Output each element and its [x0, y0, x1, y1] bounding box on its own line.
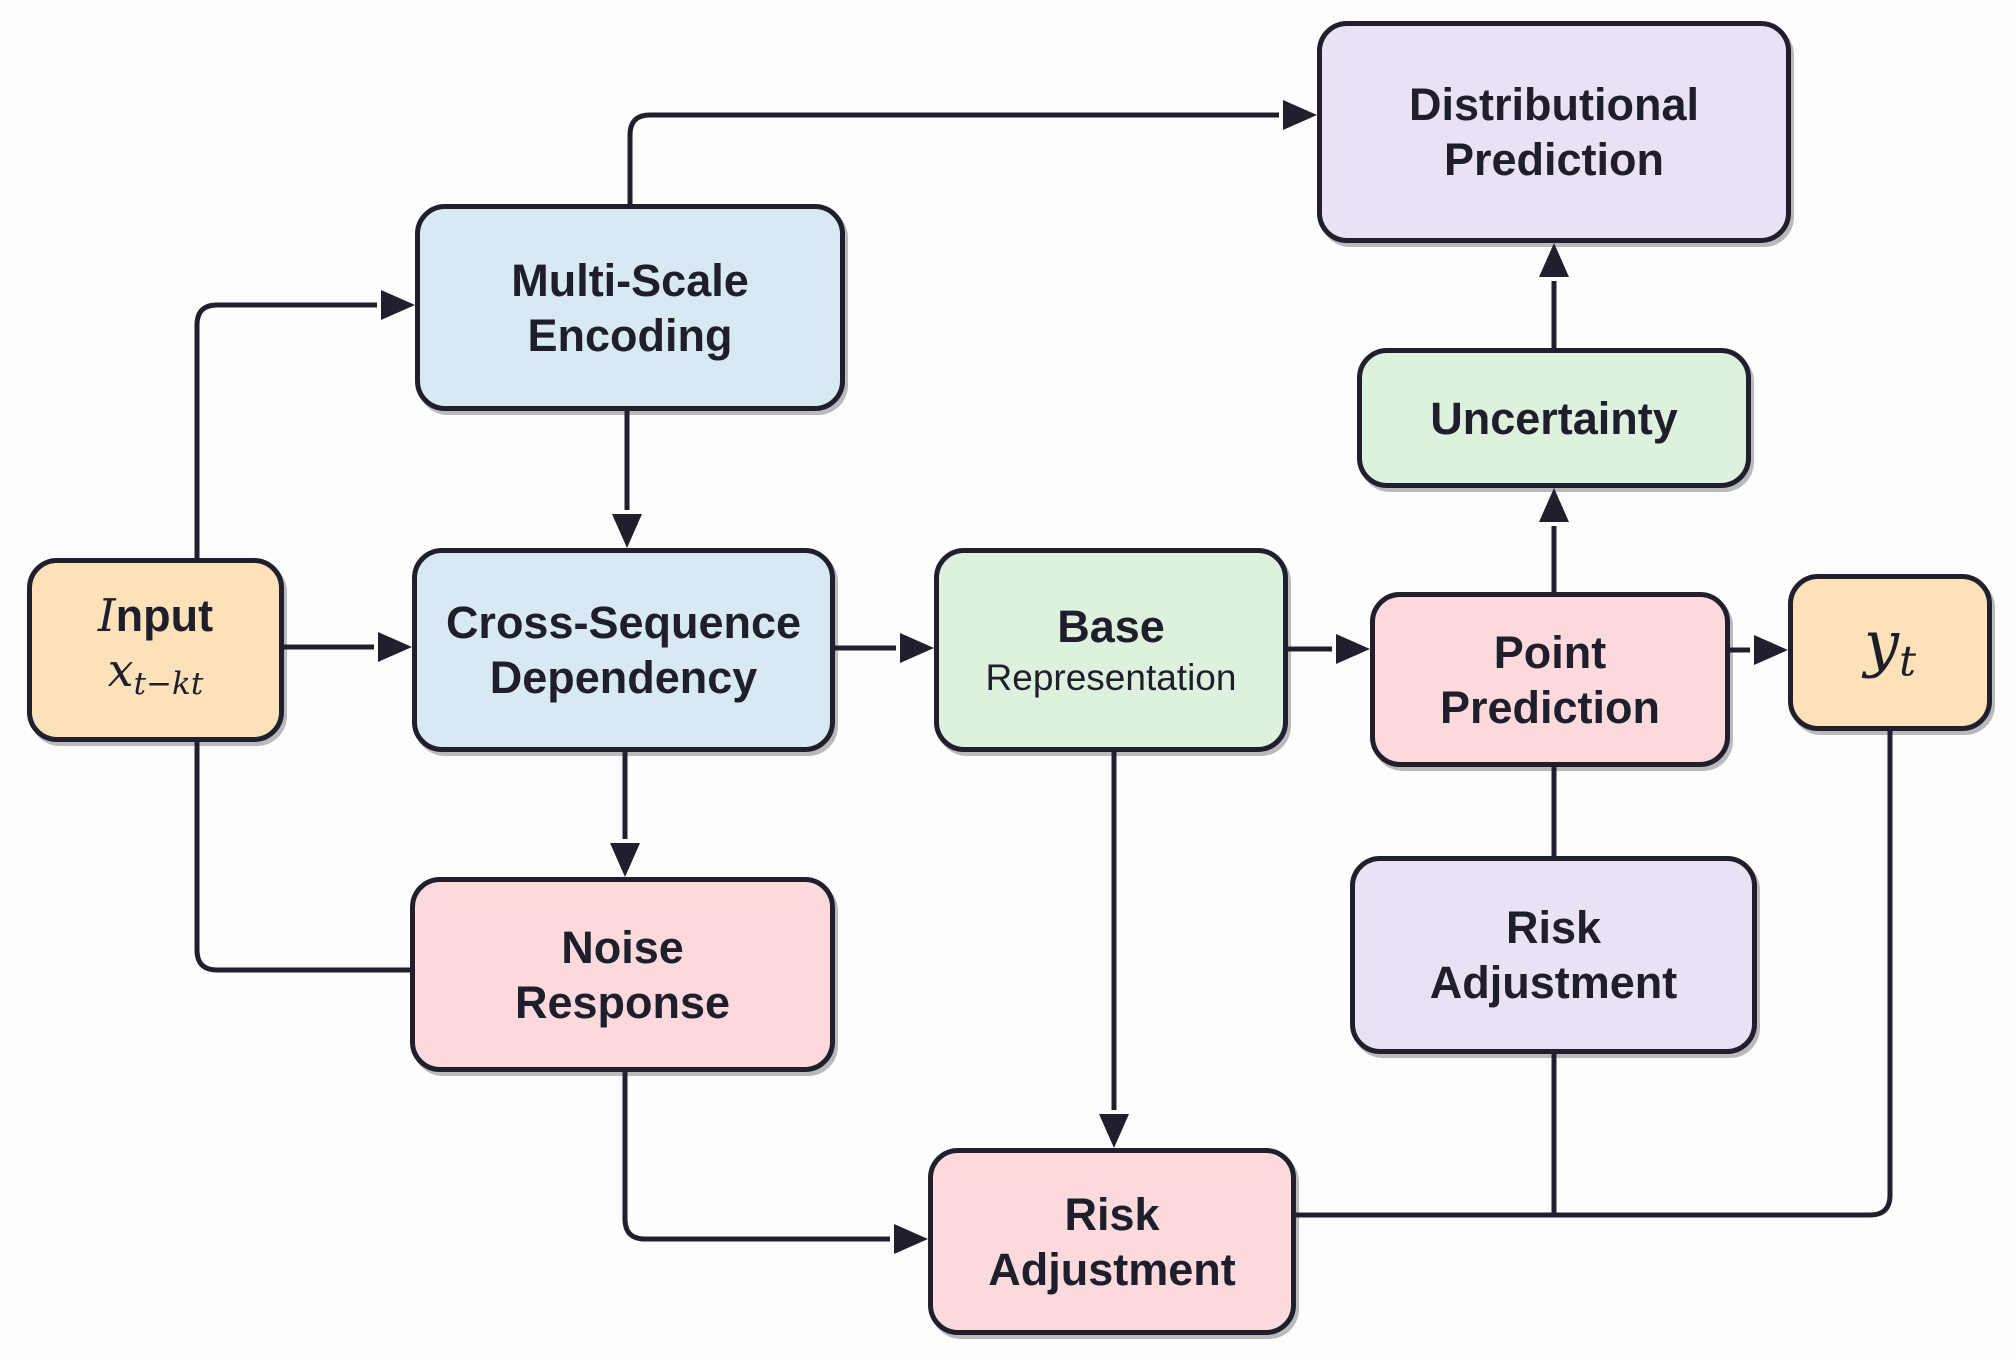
arrowhead-noise-response-to-risk-adjustment-bottom [894, 1224, 928, 1254]
node-output-yt: yt [1788, 574, 1992, 731]
arrowhead-multi-scale-encoding-to-distributional-prediction [1283, 100, 1317, 130]
arrowhead-multi-scale-encoding-to-cross-sequence-dependency [612, 514, 642, 548]
arrowhead-point-prediction-to-output-yt [1754, 635, 1788, 665]
edge-output-yt-to-risk-adjustment-bottom [1296, 731, 1893, 1218]
node-label-line: Uncertainty [1430, 392, 1678, 444]
math-subscript: t−kt [133, 665, 204, 702]
arrowhead-uncertainty-to-distributional-prediction [1539, 243, 1569, 277]
node-label-line: Base [1057, 600, 1165, 652]
node-label-line: Adjustment [988, 1243, 1236, 1295]
node-label-line: xt−kt [108, 643, 204, 712]
node-label-line: Adjustment [1429, 957, 1678, 1008]
node-uncertainty: Uncertainty [1357, 348, 1751, 488]
node-label-line: Point [1493, 626, 1607, 678]
math-symbol: y [1864, 607, 1900, 681]
node-label-line: yt [1864, 613, 1916, 689]
node-label-line: Noise [561, 921, 684, 973]
node-label-line: Distributional [1409, 79, 1699, 130]
node-label-line: Prediction [1443, 134, 1665, 185]
arrowhead-base-representation-to-point-prediction [1336, 634, 1370, 664]
arrowhead-base-representation-to-risk-adjustment-bottom [1099, 1114, 1129, 1148]
arrowhead-input-to-cross-sequence-dependency [378, 632, 412, 662]
node-label-line: Risk [1505, 902, 1602, 953]
node-label-line: Multi-Scale [511, 254, 749, 306]
node-label-line: Response [514, 976, 731, 1028]
arrowhead-input-to-multi-scale-encoding [381, 290, 415, 320]
math-symbol: x [107, 643, 134, 698]
node-label-line: Input [97, 589, 214, 643]
italic-initial: I [97, 589, 116, 643]
node-label-line: Prediction [1439, 681, 1661, 733]
edge-input-to-multi-scale-encoding [194, 302, 377, 558]
node-label-line: Cross-Sequence [445, 597, 802, 648]
edge-multi-scale-encoding-to-distributional-prediction [627, 112, 1279, 204]
node-label-line: Risk [1064, 1188, 1160, 1240]
arrowhead-point-prediction-to-uncertainty [1539, 488, 1569, 522]
edge-noise-response-to-risk-adjustment-bottom [622, 1072, 890, 1242]
node-label-line: Dependency [489, 652, 758, 703]
node-label-line: Representation [985, 656, 1237, 698]
edge-input-to-noise-response [194, 742, 410, 973]
math-subscript: t [1899, 636, 1916, 686]
node-label-line: Encoding [527, 309, 733, 361]
arrowhead-cross-sequence-dependency-to-base-representation [900, 633, 934, 663]
arrowhead-cross-sequence-dependency-to-noise-response [610, 843, 640, 877]
